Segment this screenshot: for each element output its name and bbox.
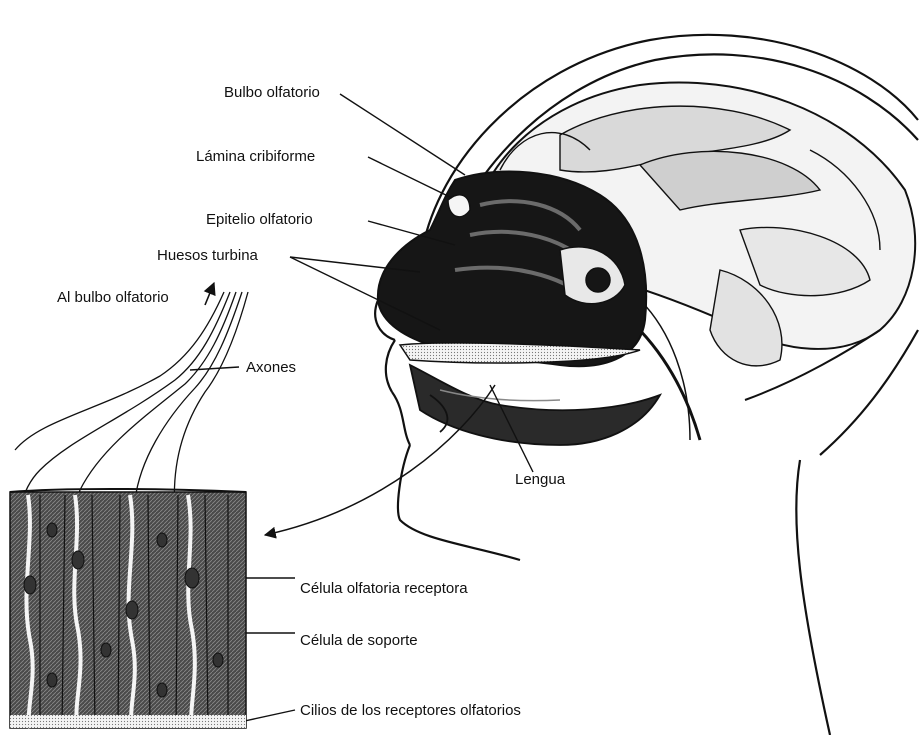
- label-al-bulbo-olfatorio: Al bulbo olfatorio: [57, 290, 169, 305]
- to-bulb-arrow: [205, 283, 214, 305]
- label-bulbo-olfatorio: Bulbo olfatorio: [224, 85, 320, 100]
- label-lengua: Lengua: [515, 472, 565, 487]
- label-celula-soporte: Célula de soporte: [300, 633, 418, 648]
- mouth-tongue: [410, 365, 660, 445]
- label-celula-receptora: Célula olfatoria receptora: [300, 581, 468, 596]
- label-huesos-turbina: Huesos turbina: [157, 248, 258, 263]
- label-lamina-cribiforme: Lámina cribiforme: [196, 149, 315, 164]
- label-cilios: Cilios de los receptores olfatorios: [300, 703, 521, 718]
- nasal-cavity: [378, 172, 646, 367]
- label-epitelio-olfatorio: Epitelio olfatorio: [206, 212, 313, 227]
- label-axones: Axones: [246, 360, 296, 375]
- epithelium-detail: [10, 489, 246, 728]
